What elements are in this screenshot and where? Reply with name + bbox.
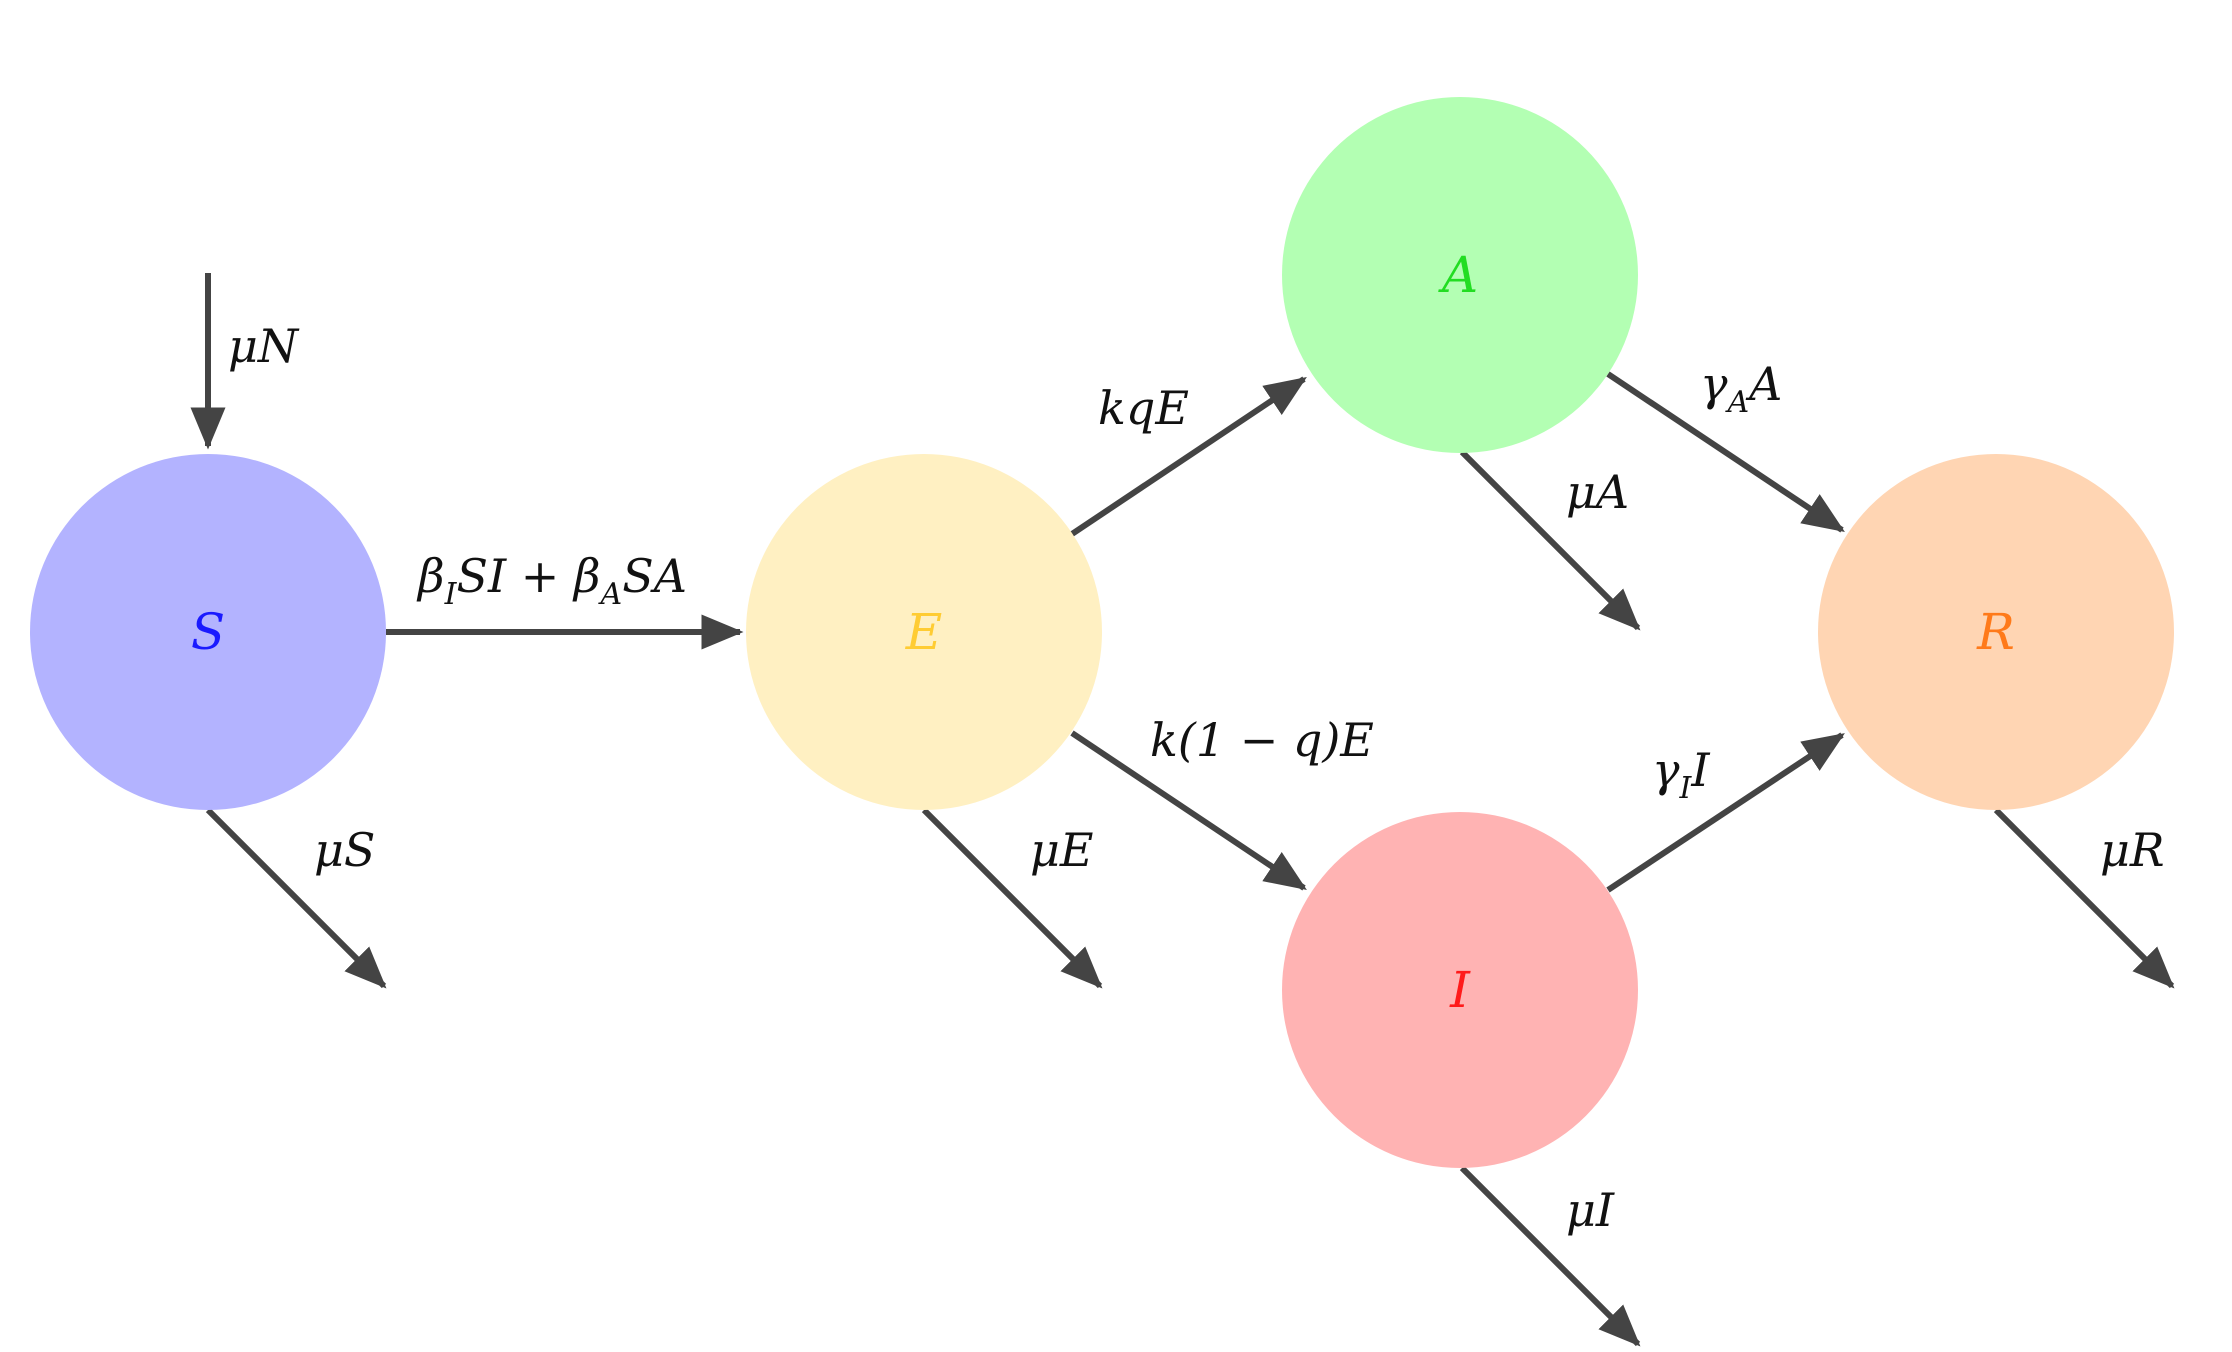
node-A-label: A (1438, 246, 1478, 304)
arrow-death-S (205, 807, 387, 989)
node-R-circle (1818, 454, 2174, 810)
arrow-death-E (921, 807, 1103, 989)
node-S-circle (30, 454, 386, 810)
node-S-label: S (191, 603, 225, 661)
node-I: I (1282, 812, 1638, 1168)
arrow-death-I (1459, 1165, 1641, 1347)
node-E: E (746, 454, 1102, 810)
arrow-E-to-A (1070, 376, 1307, 537)
edges (190, 273, 2175, 1347)
rate-infection: βISI + βASA (416, 549, 687, 612)
node-R-label: R (1976, 603, 2015, 661)
rate-death-R: μR (2100, 823, 2165, 877)
arrow-death-A (1459, 449, 1641, 631)
rate-E-to-A: kqE (1098, 381, 1189, 435)
rate-A-to-R: γAA (1700, 357, 1782, 420)
arrow-death-R (1993, 807, 2175, 989)
arrow-A-to-R (1606, 371, 1845, 533)
rate-E-to-I: k(1 − q)E (1150, 713, 1374, 767)
node-S: S (30, 454, 386, 810)
node-E-circle (746, 454, 1102, 810)
rate-death-S: μS (314, 823, 375, 877)
rate-birth: μN (228, 319, 300, 373)
rate-death-A: μA (1566, 465, 1629, 519)
rate-death-I: μI (1566, 1183, 1615, 1237)
node-R: R (1818, 454, 2174, 810)
node-A: A (1282, 97, 1638, 453)
arrow-E-to-I (1070, 730, 1307, 891)
node-E-label: E (905, 603, 943, 661)
rate-death-E: μE (1030, 823, 1093, 877)
rate-I-to-R: γII (1652, 743, 1710, 806)
arrow-I-to-R (1606, 732, 1845, 893)
node-I-circle (1282, 812, 1638, 1168)
node-I-label: I (1449, 961, 1471, 1019)
node-A-circle (1282, 97, 1638, 453)
